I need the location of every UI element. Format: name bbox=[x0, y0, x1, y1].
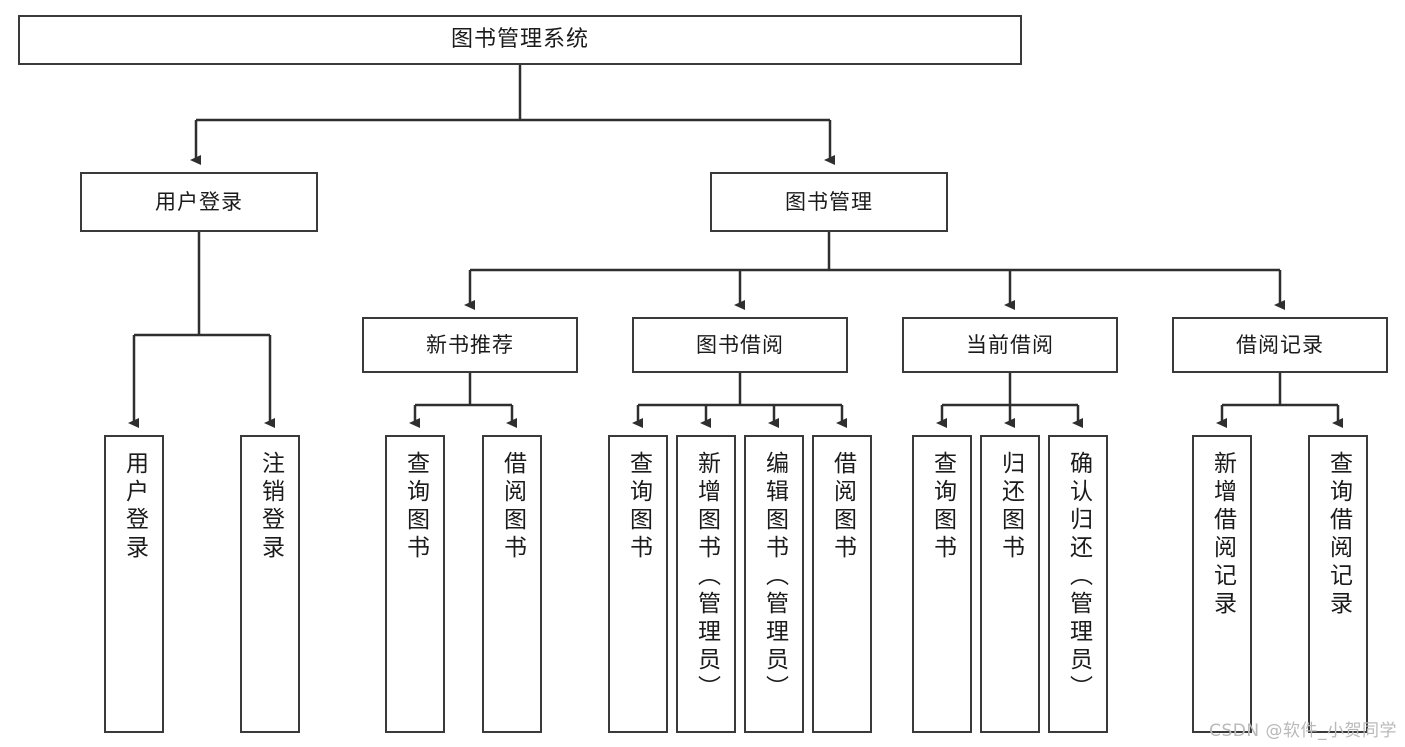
leaf-query-record[interactable]: 查询借阅记录 bbox=[1308, 435, 1368, 733]
node-book-manage-label: 图书管理 bbox=[785, 189, 873, 214]
node-new-book-recommend-label: 新书推荐 bbox=[426, 332, 514, 357]
leaf-query-book-2[interactable]: 查询图书 bbox=[608, 435, 668, 733]
leaf-confirm-return-label: 确认归还（管理员） bbox=[1065, 451, 1092, 703]
leaf-confirm-return[interactable]: 确认归还（管理员） bbox=[1048, 435, 1108, 733]
node-root-label: 图书管理系统 bbox=[450, 27, 589, 53]
node-book-manage[interactable]: 图书管理 bbox=[710, 172, 948, 232]
leaf-borrow-book-1[interactable]: 借阅图书 bbox=[482, 435, 542, 733]
leaf-query-book-2-label: 查询图书 bbox=[625, 451, 652, 563]
leaf-return-book[interactable]: 归还图书 bbox=[980, 435, 1040, 733]
leaf-query-book-1[interactable]: 查询图书 bbox=[385, 435, 445, 733]
leaf-add-record[interactable]: 新增借阅记录 bbox=[1192, 435, 1252, 733]
leaf-add-book-label: 新增图书（管理员） bbox=[693, 451, 720, 703]
leaf-logout-login-label: 注销登录 bbox=[257, 451, 284, 563]
leaf-return-book-label: 归还图书 bbox=[997, 451, 1024, 563]
leaf-edit-book[interactable]: 编辑图书（管理员） bbox=[744, 435, 804, 733]
leaf-query-book-3[interactable]: 查询图书 bbox=[912, 435, 972, 733]
node-current-borrow[interactable]: 当前借阅 bbox=[902, 317, 1118, 373]
leaf-borrow-book-1-label: 借阅图书 bbox=[499, 451, 526, 563]
node-new-book-recommend[interactable]: 新书推荐 bbox=[362, 317, 578, 373]
node-user-login[interactable]: 用户登录 bbox=[80, 172, 318, 232]
node-user-login-label: 用户登录 bbox=[155, 189, 243, 214]
node-book-borrow[interactable]: 图书借阅 bbox=[632, 317, 848, 373]
watermark: CSDN @软件_小贺同学 bbox=[1209, 721, 1397, 741]
leaf-user-login[interactable]: 用户登录 bbox=[104, 435, 164, 733]
leaf-borrow-book-2-label: 借阅图书 bbox=[829, 451, 856, 563]
node-current-borrow-label: 当前借阅 bbox=[966, 332, 1054, 357]
leaf-borrow-book-2[interactable]: 借阅图书 bbox=[812, 435, 872, 733]
leaf-add-record-label: 新增借阅记录 bbox=[1209, 451, 1236, 619]
leaf-logout-login[interactable]: 注销登录 bbox=[240, 435, 300, 733]
leaf-query-book-1-label: 查询图书 bbox=[402, 451, 429, 563]
leaf-add-book[interactable]: 新增图书（管理员） bbox=[676, 435, 736, 733]
node-root[interactable]: 图书管理系统 bbox=[18, 15, 1022, 65]
node-borrow-record-label: 借阅记录 bbox=[1236, 332, 1324, 357]
node-book-borrow-label: 图书借阅 bbox=[696, 332, 784, 357]
leaf-query-record-label: 查询借阅记录 bbox=[1325, 451, 1352, 619]
leaf-edit-book-label: 编辑图书（管理员） bbox=[761, 451, 788, 703]
leaf-query-book-3-label: 查询图书 bbox=[929, 451, 956, 563]
leaf-user-login-label: 用户登录 bbox=[121, 451, 148, 563]
node-borrow-record[interactable]: 借阅记录 bbox=[1172, 317, 1388, 373]
